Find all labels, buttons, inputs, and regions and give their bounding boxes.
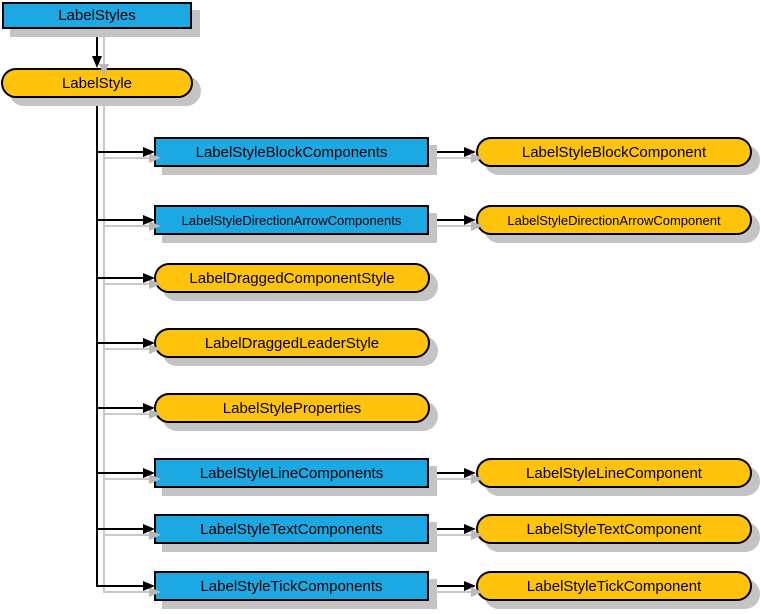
node-labelstyledirectionarrowcomponents[interactable]: LabelStyleDirectionArrowComponents — [154, 205, 429, 235]
shadow-arrowhead-down-icon — [99, 64, 109, 76]
connector-line — [96, 585, 144, 587]
node-labelstyles[interactable]: LabelStyles — [2, 2, 192, 29]
arrowhead-right-icon — [143, 147, 155, 157]
connector-shadow — [436, 225, 476, 227]
shadow-arrowhead-right-icon — [149, 409, 161, 419]
node-labelstylelinecomponent[interactable]: LabelStyleLineComponent — [476, 458, 752, 488]
connector-line — [96, 472, 144, 474]
node-labelstyletickcomponent[interactable]: LabelStyleTickComponent — [476, 571, 752, 601]
node-labelstyleblockcomponents[interactable]: LabelStyleBlockComponents — [154, 137, 429, 167]
arrowhead-right-icon — [143, 338, 155, 348]
connector-line — [429, 151, 465, 153]
connector-line — [429, 528, 465, 530]
connector-line — [429, 219, 465, 221]
connector-shadow — [103, 157, 150, 159]
arrowhead-right-icon — [464, 581, 476, 591]
connector-shadow — [436, 478, 476, 480]
connector-shadow — [103, 534, 150, 536]
node-labelstylelinecomponents[interactable]: LabelStyleLineComponents — [154, 458, 429, 488]
shadow-arrowhead-right-icon — [149, 474, 161, 484]
connector-shadow — [436, 157, 476, 159]
arrowhead-down-icon — [92, 56, 102, 68]
node-labelstyletextcomponents[interactable]: LabelStyleTextComponents — [154, 514, 429, 544]
shadow-arrowhead-right-icon — [471, 153, 483, 163]
node-labelstyledirectionarrowcomponent[interactable]: LabelStyleDirectionArrowComponent — [476, 205, 752, 235]
connector-line — [96, 151, 144, 153]
connector-line — [96, 29, 98, 56]
connector-shadow — [436, 591, 476, 593]
connector-shadow — [103, 283, 150, 285]
shadow-arrowhead-right-icon — [149, 221, 161, 231]
connector-shadow — [103, 591, 150, 593]
connector-line — [96, 342, 144, 344]
connector-line — [96, 219, 144, 221]
arrowhead-right-icon — [464, 147, 476, 157]
connector-shadow — [103, 478, 150, 480]
connector-line — [96, 407, 144, 409]
arrowhead-right-icon — [464, 524, 476, 534]
node-labelstyletextcomponent[interactable]: LabelStyleTextComponent — [476, 514, 752, 544]
shadow-arrowhead-right-icon — [149, 587, 161, 597]
connector-line — [96, 528, 144, 530]
connector-shadow — [103, 413, 150, 415]
node-labelstyleblockcomponent[interactable]: LabelStyleBlockComponent — [476, 137, 752, 167]
node-labelstyletickcomponents[interactable]: LabelStyleTickComponents — [154, 571, 429, 601]
arrowhead-right-icon — [143, 215, 155, 225]
node-labelstyle[interactable]: LabelStyle — [1, 68, 193, 98]
connector-line — [96, 277, 144, 279]
node-labelstyleproperties[interactable]: LabelStyleProperties — [154, 393, 430, 423]
connector-line — [429, 585, 465, 587]
connector-shadow — [103, 225, 150, 227]
node-labeldraggedleaderstyle[interactable]: LabelDraggedLeaderStyle — [154, 328, 430, 358]
shadow-arrowhead-right-icon — [149, 344, 161, 354]
arrowhead-right-icon — [143, 468, 155, 478]
arrowhead-right-icon — [143, 273, 155, 283]
shadow-arrowhead-right-icon — [471, 474, 483, 484]
shadow-arrowhead-right-icon — [149, 279, 161, 289]
node-labeldraggedcomponentstyle[interactable]: LabelDraggedComponentStyle — [154, 263, 430, 293]
connector-shadow — [103, 37, 105, 66]
shadow-arrowhead-right-icon — [149, 530, 161, 540]
shadow-arrowhead-right-icon — [149, 153, 161, 163]
shadow-arrowhead-right-icon — [471, 530, 483, 540]
shadow-arrowhead-right-icon — [471, 221, 483, 231]
arrowhead-right-icon — [143, 524, 155, 534]
connector-line — [429, 472, 465, 474]
shadow-arrowhead-right-icon — [471, 587, 483, 597]
arrowhead-right-icon — [464, 215, 476, 225]
arrowhead-right-icon — [464, 468, 476, 478]
connector-shadow — [436, 534, 476, 536]
arrowhead-right-icon — [143, 581, 155, 591]
arrowhead-right-icon — [143, 403, 155, 413]
connector-shadow — [103, 348, 150, 350]
